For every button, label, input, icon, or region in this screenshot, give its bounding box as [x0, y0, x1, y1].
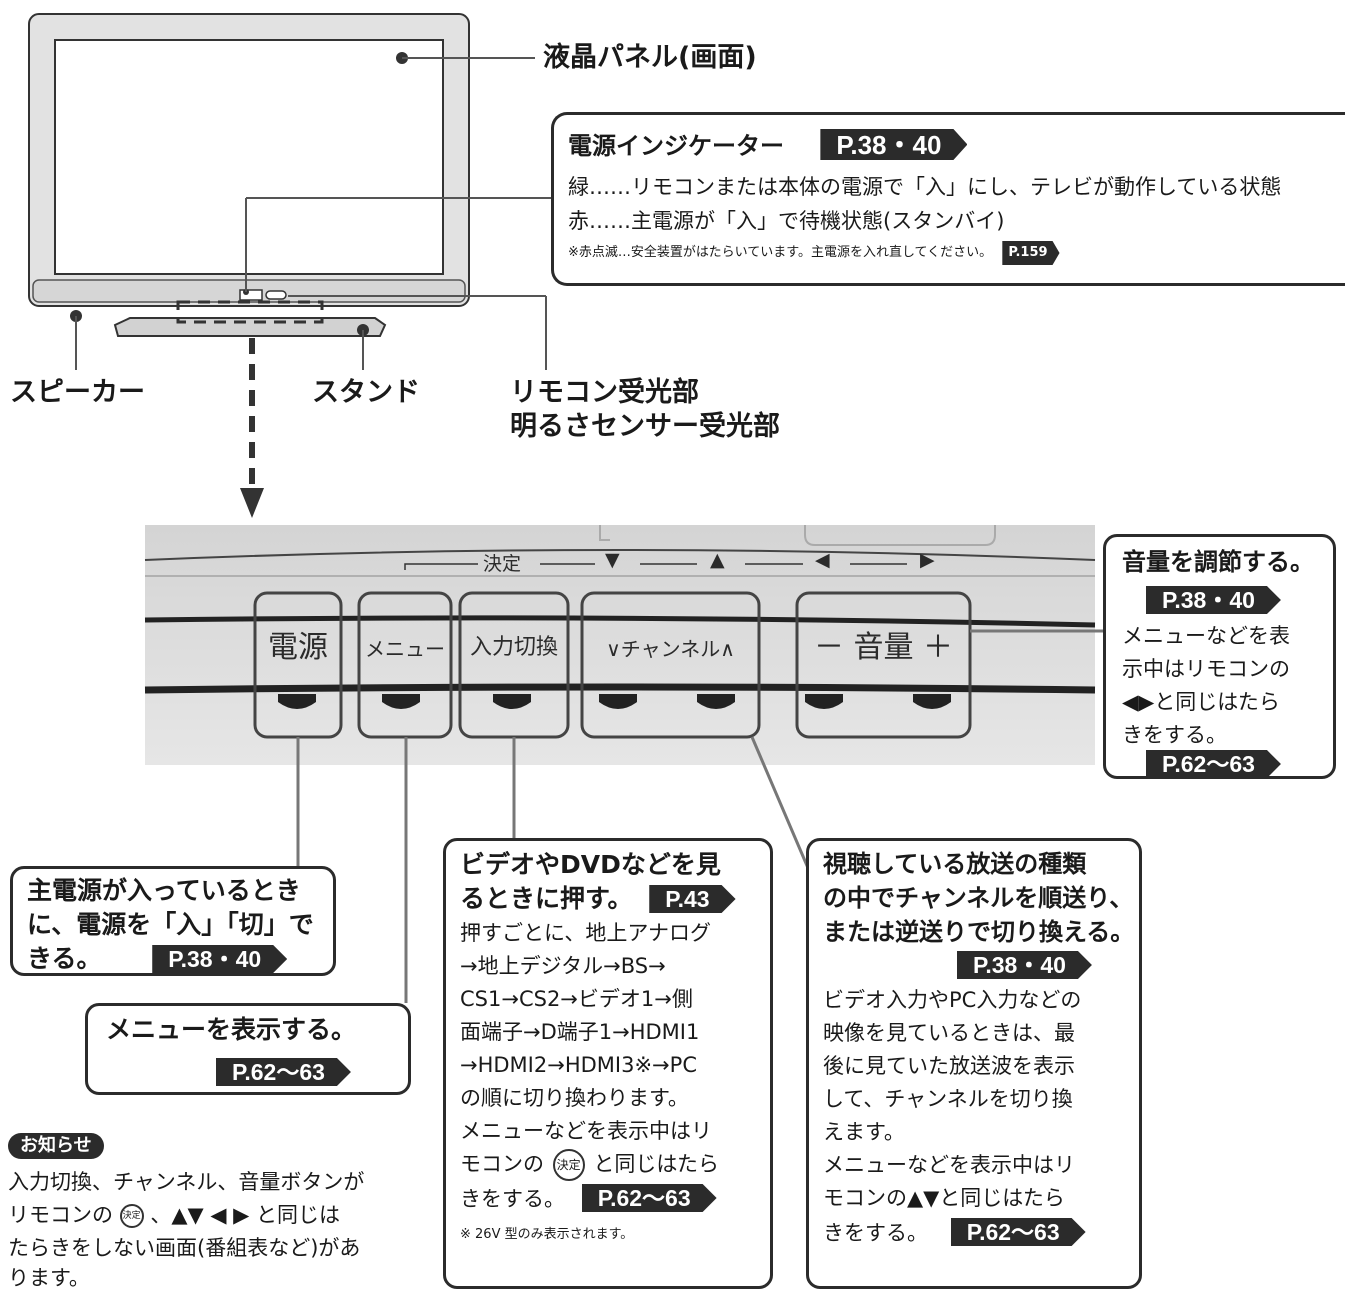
input-select-button[interactable]: 入力切換: [469, 635, 558, 660]
input-callout-text: と同じはたら: [593, 1152, 719, 1176]
volume-callout-text: メニューなどを表: [1122, 624, 1290, 648]
page-ref[interactable]: P.62〜63: [582, 1184, 717, 1212]
strip-down-label: ▼: [605, 549, 620, 571]
indicator-note: ※赤点滅…安全装置がはたらいています。主電源を入れ直してください。: [568, 245, 993, 260]
channel-callout-text: きをする。: [823, 1221, 928, 1245]
channel-callout-title: または逆送りで切り換える。: [823, 918, 1135, 946]
strip-left-label: ◀: [815, 549, 830, 571]
notice-text: たらきをしない画面(番組表など)があ: [8, 1236, 361, 1260]
input-callout-title: ビデオやDVDなどを見: [460, 850, 721, 879]
lcd-panel-label: 液晶パネル(画面): [543, 42, 757, 73]
input-callout-text: 押すごとに、地上アナログ: [460, 921, 711, 945]
channel-callout-text: 後に見ていた放送波を表示: [823, 1054, 1075, 1078]
power-callout-text: きる。: [27, 944, 102, 973]
volume-button[interactable]: － 音量 ＋: [813, 630, 954, 665]
menu-button[interactable]: メニュー: [365, 637, 445, 661]
remote-sensor-label: リモコン受光部: [510, 377, 699, 408]
page-ref[interactable]: P.38・40: [152, 945, 287, 973]
input-callout-text: →HDMI2→HDMI3※→PC: [460, 1053, 697, 1077]
power-indicator-title: 電源インジケーター: [568, 132, 784, 160]
channel-callout-title: 視聴している放送の種類: [823, 850, 1087, 878]
indicator-green-text: 緑……リモコンまたは本体の電源で「入」にし、テレビが動作している状態: [568, 175, 1282, 199]
decide-button-icon: 決定: [552, 1149, 585, 1181]
volume-callout-text: きをする。: [1122, 723, 1227, 747]
volume-callout-text: ◀▶と同じはたら: [1122, 690, 1280, 714]
notice-badge: お知らせ: [8, 1133, 104, 1159]
channel-callout-text: 映像を見ているときは、最: [823, 1021, 1075, 1045]
volume-callout: 音量を調節する。 P.38・40 メニューなどを表 示中はリモコンの ◀▶と同じ…: [1103, 534, 1336, 779]
channel-callout-text: メニューなどを表示中はリ: [823, 1153, 1075, 1177]
page-ref[interactable]: P.38・40: [820, 129, 967, 160]
channel-callout-text: えます。: [823, 1120, 905, 1144]
strip-decide-label: 決定: [483, 553, 522, 575]
page-ref[interactable]: P.62〜63: [216, 1058, 351, 1086]
page-ref[interactable]: P.38・40: [957, 951, 1092, 979]
notice-text: リモコンの: [8, 1203, 113, 1227]
input-callout-text: →地上デジタル→BS→: [460, 954, 666, 978]
input-callout-text: 面端子→D端子1→HDMI1: [460, 1020, 700, 1044]
page-ref[interactable]: P.38・40: [1146, 586, 1281, 614]
volume-callout-title: 音量を調節する。: [1122, 548, 1314, 576]
input-callout-text: CS1→CS2→ビデオ1→側: [460, 987, 693, 1011]
input-callout-text: モコンの: [460, 1152, 544, 1176]
channel-callout: 視聴している放送の種類 の中でチャンネルを順送り、 または逆送りで切り換える。 …: [806, 838, 1142, 1289]
input-select-callout: ビデオやDVDなどを見 るときに押す。 P.43 押すごとに、地上アナログ →地…: [443, 838, 773, 1289]
input-callout-text: の順に切り換わります。: [460, 1086, 689, 1110]
channel-callout-text: して、チャンネルを切り換: [823, 1087, 1073, 1111]
stand-label: スタンド: [312, 377, 420, 408]
notice-text: 、▲▼ ◀ ▶ と同じは: [150, 1203, 341, 1227]
channel-callout-text: ビデオ入力やPC入力などの: [823, 988, 1082, 1012]
power-indicator-box: 電源インジケーター P.38・40 緑……リモコンまたは本体の電源で「入」にし、…: [551, 112, 1345, 286]
channel-button[interactable]: ∨チャンネル∧: [606, 637, 735, 661]
power-callout-text: に、電源を「入」「切」で: [27, 910, 314, 939]
menu-callout-title: メニューを表示する。: [106, 1015, 357, 1044]
page-ref[interactable]: P.159: [1002, 241, 1059, 265]
power-callout-text: 主電源が入っているとき: [27, 876, 301, 905]
decide-button-icon: 決定: [119, 1204, 144, 1228]
channel-callout-title: の中でチャンネルを順送り、: [823, 884, 1134, 912]
input-callout-note: ※ 26V 型のみ表示されます。: [460, 1227, 634, 1242]
menu-callout: メニューを表示する。 P.62〜63: [85, 1003, 411, 1095]
indicator-red-text: 赤……主電源が「入」で待機状態(スタンバイ): [568, 209, 1005, 233]
input-callout-title: るときに押す。: [460, 884, 633, 913]
volume-callout-text: 示中はリモコンの: [1122, 657, 1290, 681]
page-ref[interactable]: P.62〜63: [1146, 750, 1281, 778]
power-button[interactable]: 電源: [268, 630, 328, 665]
channel-callout-text: モコンの▲▼と同じはたら: [823, 1186, 1065, 1210]
notice-text: 入力切換、チャンネル、音量ボタンが: [8, 1170, 365, 1194]
speaker-label: スピーカー: [10, 377, 145, 408]
page-ref[interactable]: P.62〜63: [951, 1218, 1086, 1246]
strip-right-label: ▶: [920, 549, 935, 571]
strip-up-label: ▲: [710, 549, 725, 571]
page-ref[interactable]: P.43: [649, 885, 735, 913]
power-callout: 主電源が入っているとき に、電源を「入」「切」で きる。 P.38・40: [10, 866, 336, 976]
notice-text: ります。: [8, 1266, 90, 1290]
input-callout-text: メニューなどを表示中はリ: [460, 1119, 712, 1143]
brightness-sensor-label: 明るさセンサー受光部: [510, 411, 780, 442]
input-callout-text: きをする。: [460, 1187, 565, 1211]
